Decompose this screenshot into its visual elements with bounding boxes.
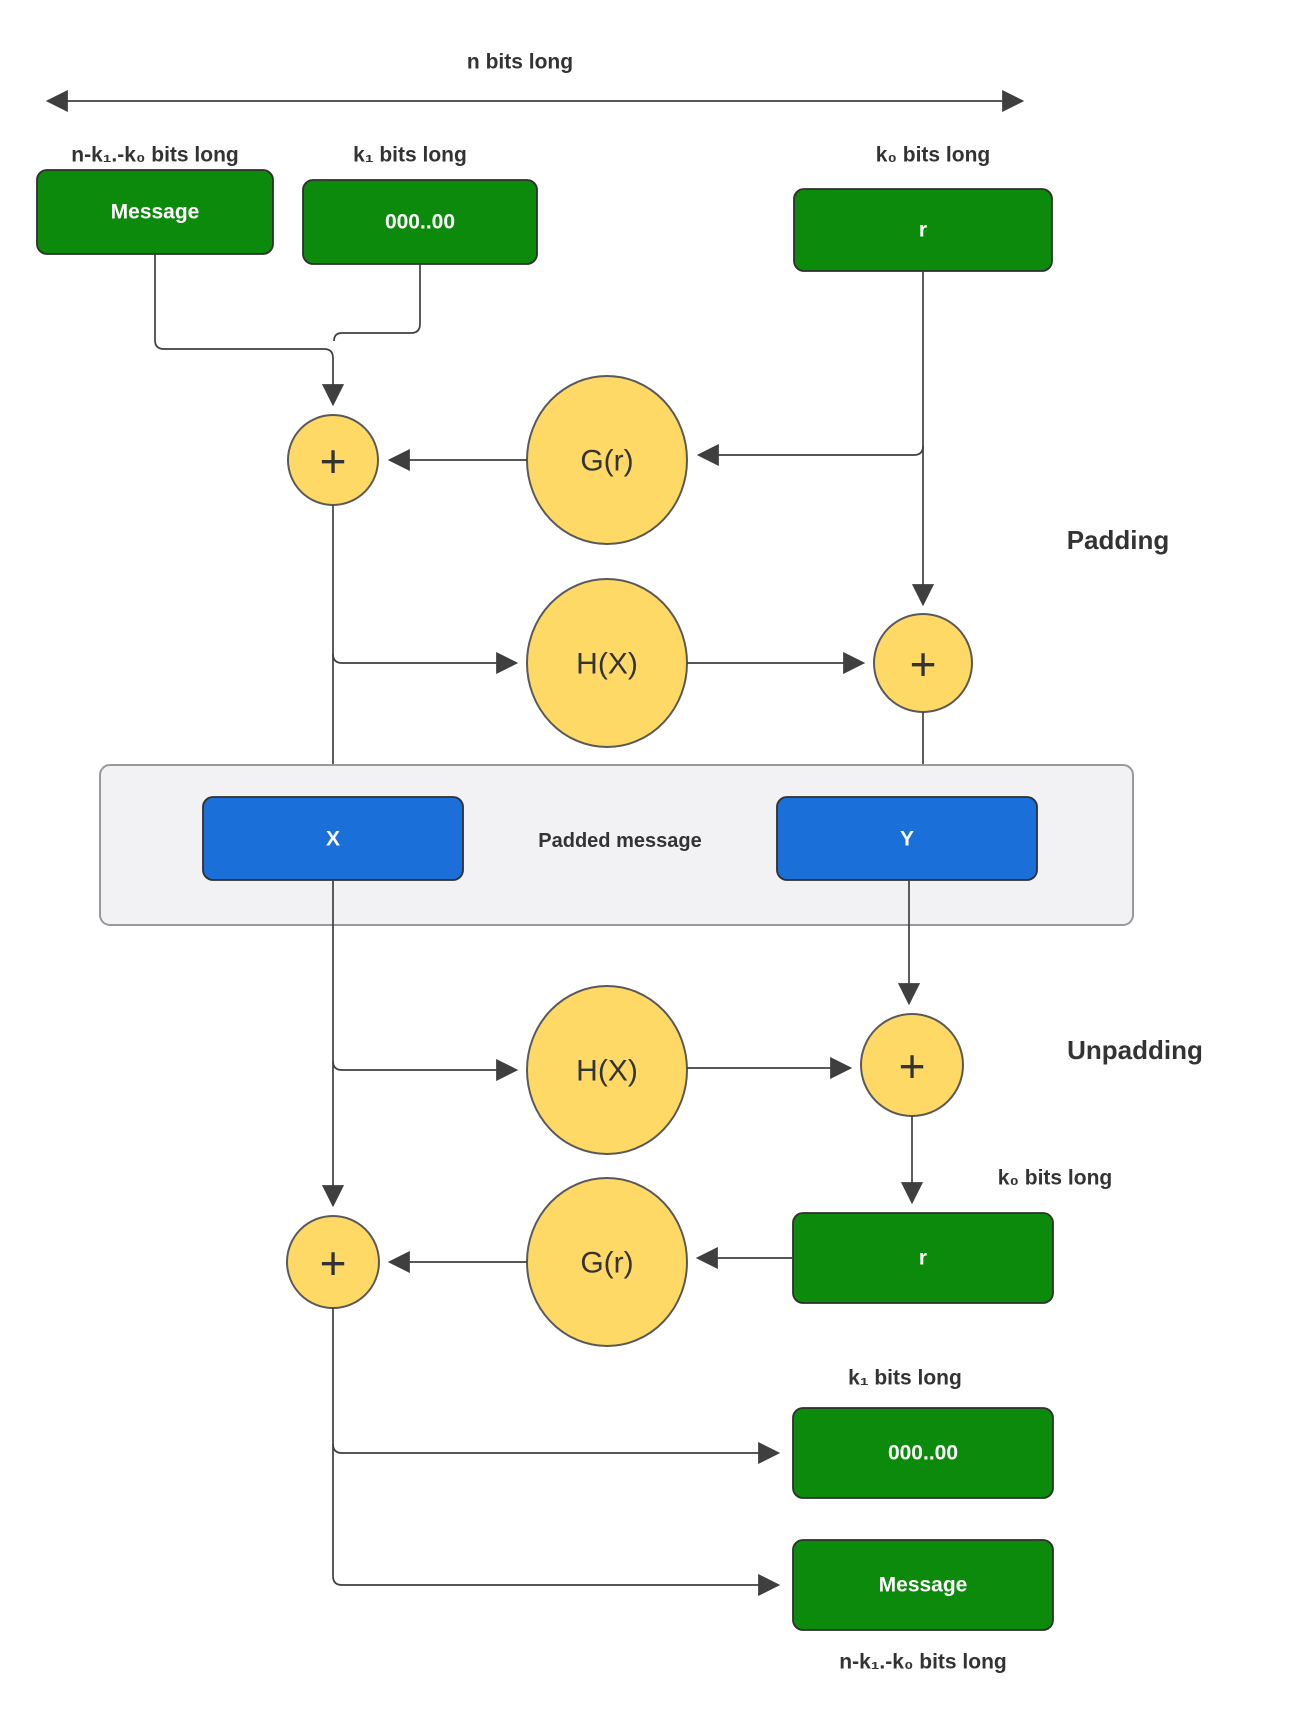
x-box-label: X [326,828,340,851]
message-box-bottom-label: Message [879,1574,968,1597]
message-box-bottom [792,1539,1054,1631]
n-bits-title: n bits long [467,51,573,74]
gr-node-top-label: G(r) [580,445,633,478]
r-box-top-label: r [919,219,927,242]
y-box-label: Y [900,828,914,851]
xor4-plus: + [320,1237,347,1289]
zeros-box-bottom-label: 000..00 [888,1442,958,1465]
padded-message-label: Padded message [538,830,701,852]
edge-xor1-to-hx1 [332,651,519,675]
y-box [776,796,1038,881]
label-k0-bottom: k₀ bits long [998,1167,1112,1190]
xor1-plus: + [320,435,347,487]
zeros-box-bottom [792,1407,1054,1499]
xor3-plus: + [899,1040,926,1092]
hx-node-top-label: H(X) [576,648,638,681]
edge-xor4-to-message2 [332,1308,781,1597]
xor2-plus: + [910,638,937,690]
unpadding-section-label: Unpadding [1067,1035,1203,1065]
gr-node-bottom-label: G(r) [580,1247,633,1280]
message-box-top-label: Message [111,201,200,224]
edge-r-to-gr1 [696,443,924,467]
hx-node-bottom-label: H(X) [576,1055,638,1088]
label-k0-top: k₀ bits long [876,144,990,167]
edge-xor4-to-zeros2 [332,1441,781,1465]
label-nk-bottom: n-k₁.-k₀ bits long [839,1651,1006,1674]
label-k1-top: k₁ bits long [353,144,467,167]
label-nk-top: n-k₁.-k₀ bits long [71,144,238,167]
edge-x-to-hx2 [332,1058,519,1082]
label-k1-bottom: k₁ bits long [848,1367,962,1390]
r-box-bottom-label: r [919,1247,927,1270]
hx-node-bottom [526,985,688,1155]
edge-message-to-xor1 [154,254,345,407]
padding-section-label: Padding [1067,525,1170,555]
zeros-box-top-label: 000..00 [385,211,455,234]
edge-zeros-to-xor1 [333,264,421,342]
